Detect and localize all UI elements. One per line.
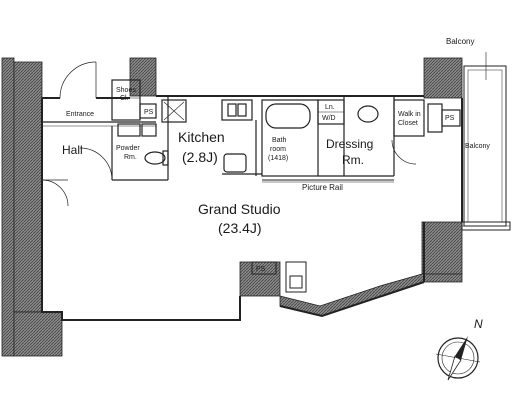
bathroom-label-2: room (270, 146, 286, 153)
hall-powder (41, 123, 169, 207)
bathroom-label-1: Bath (272, 137, 287, 144)
shoes-closet-label-1: Shoes (116, 87, 136, 94)
picture-rail (262, 179, 394, 183)
kitchen-area (161, 96, 262, 176)
studio-label-1: Grand Studio (198, 201, 281, 217)
kitchen-label-1: Kitchen (178, 129, 225, 145)
north-arrow-icon (435, 336, 481, 381)
kitchen-label-2: (2.8J) (182, 149, 218, 165)
walkin-area (393, 99, 461, 137)
bathroom-label-3: (1418) (268, 155, 288, 162)
shoes-closet-label-2: Cl. (120, 95, 129, 102)
walkin-label-1: Walk in (398, 111, 421, 118)
studio-label-2: (23.4J) (218, 220, 262, 236)
ps-label-1: PS (144, 109, 154, 116)
north-label: N (474, 317, 483, 331)
ln-wd-label-2: W/D (322, 115, 336, 122)
ps-box (251, 261, 307, 293)
ps-label-3: PS (256, 266, 266, 273)
powder-room-label-2: Rm. (124, 154, 137, 161)
balcony-top-label: Balcony (446, 37, 474, 46)
picture-rail-label: Picture Rail (302, 183, 343, 192)
dressing-label-1: Dressing (326, 137, 373, 151)
entrance-area (42, 61, 157, 127)
balcony (461, 52, 511, 231)
hall-label: Hall (62, 143, 83, 157)
dressing-label-2: Rm. (342, 153, 364, 167)
entrance-label: Entrance (66, 111, 94, 118)
ps-label-2: PS (445, 115, 455, 122)
ln-wd-label-1: Ln. (325, 104, 335, 111)
powder-room-label-1: Powder (116, 145, 140, 152)
walkin-label-2: Closet (398, 120, 418, 127)
balcony-side-label: Balcony (465, 143, 490, 150)
